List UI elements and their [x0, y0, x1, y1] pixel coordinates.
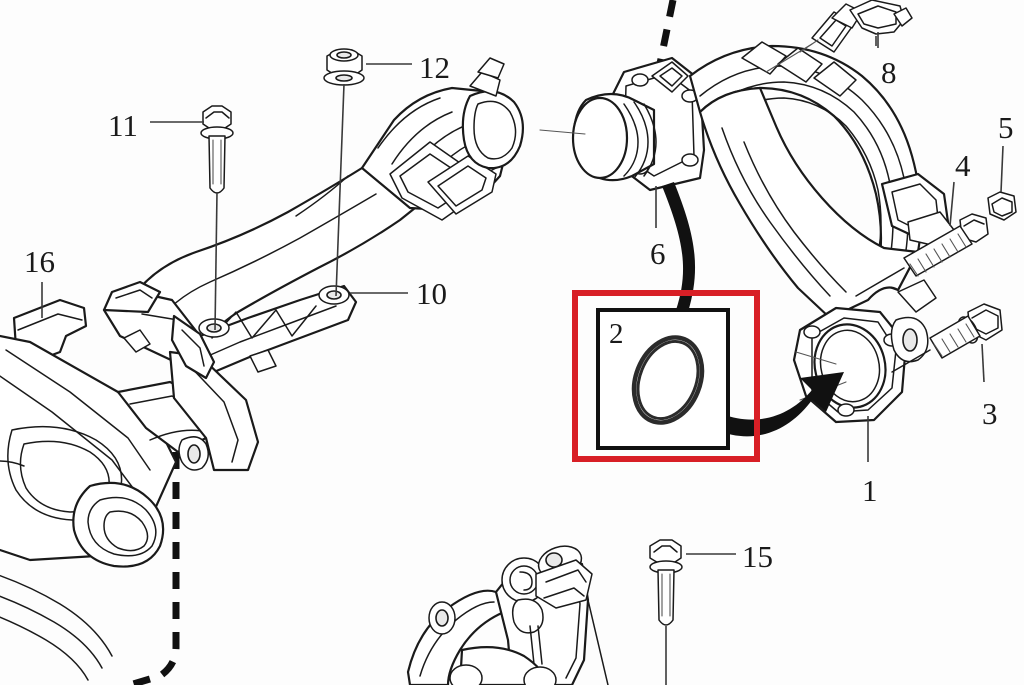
- part-5-hex-nut: [987, 145, 1017, 221]
- red-highlight-box: [572, 290, 760, 462]
- callout-label-6: 6: [650, 236, 666, 271]
- arrow-gasket-to-flange: [716, 372, 844, 437]
- part-10-intake-duct-assembly: [102, 57, 525, 472]
- callout-label-11: 11: [108, 108, 138, 143]
- arrow-actuator-to-gasket: [662, 182, 696, 312]
- callout-label-3: 3: [982, 396, 998, 431]
- part-8-pressure-sensor: [765, 0, 913, 73]
- lower-support-bracket: [406, 545, 609, 685]
- part-1-intake-manifold-body: [688, 41, 955, 462]
- cut-line-left: [128, 452, 180, 685]
- callout-label-16: 16: [24, 244, 55, 279]
- callout-label-2: 2: [609, 318, 624, 350]
- callout-label-12: 12: [419, 50, 450, 85]
- part-16-turbo-outlet-housing: [0, 298, 216, 681]
- part-12-flange-nut: [323, 48, 365, 297]
- part-3-hex-bolt-long: [891, 303, 1003, 383]
- gasket-detail-inset-artwork: [596, 308, 730, 450]
- callout-label-15: 15: [742, 539, 773, 574]
- callout-label-10: 10: [416, 276, 447, 311]
- callout-label-8: 8: [881, 55, 897, 90]
- part-4-hex-bolt-medium: [855, 181, 989, 297]
- callout-label-1: 1: [862, 473, 878, 508]
- leader-lines-horizontal: [41, 63, 736, 555]
- callout-label-4: 4: [955, 148, 971, 183]
- part-11-flange-bolt: [200, 105, 234, 331]
- part-15-bracket-bolt: [649, 539, 683, 685]
- callout-label-5: 5: [998, 110, 1014, 145]
